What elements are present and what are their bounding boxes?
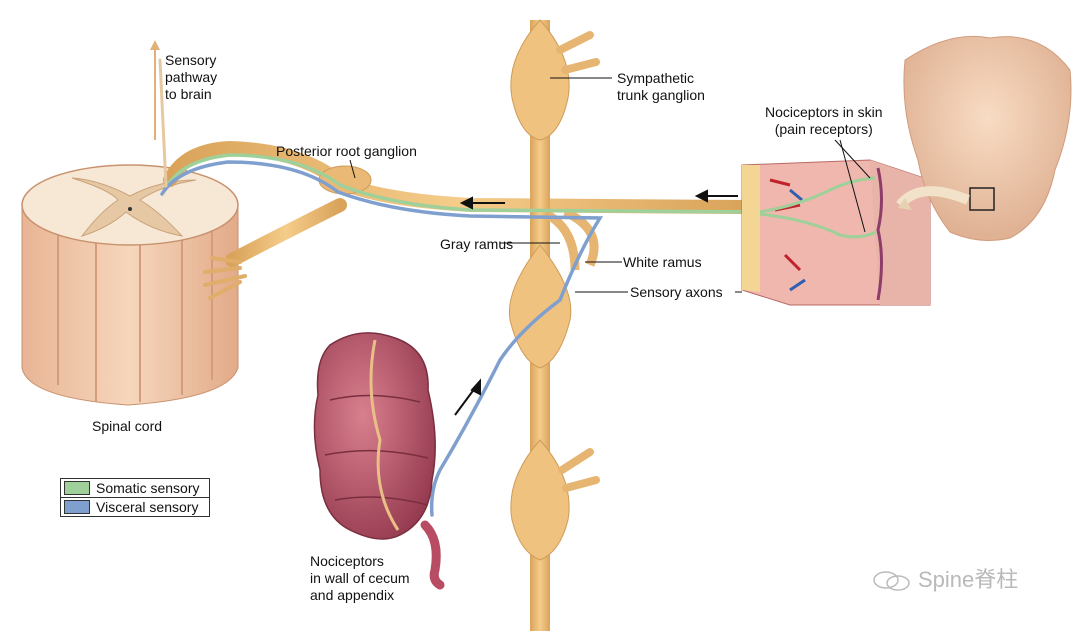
wechat-icon — [873, 571, 910, 591]
sensory-fibers — [158, 58, 762, 517]
legend: Somatic sensory Visceral sensory — [60, 478, 210, 517]
label-gray-ramus: Gray ramus — [440, 236, 514, 252]
label-nociceptors-cecum: Nociceptors in wall of cecum and appendi… — [310, 553, 410, 603]
label-sympathetic-trunk-ganglion: Sympathetic trunk ganglion — [617, 70, 705, 103]
sympathetic-trunk — [508, 19, 600, 631]
spinal-cord — [21, 164, 239, 406]
label-white-ramus: White ramus — [623, 254, 702, 270]
label-posterior-root-ganglion: Posterior root ganglion — [276, 143, 417, 159]
skin-section — [741, 159, 931, 306]
leader-lines — [349, 77, 871, 293]
legend-item-visceral: Visceral sensory — [61, 497, 209, 516]
watermark-text: Spine脊柱 — [918, 567, 1019, 592]
legend-label-somatic: Somatic sensory — [96, 480, 200, 496]
torso — [896, 35, 1072, 241]
legend-swatch-somatic — [64, 481, 90, 495]
direction-arrows — [150, 40, 738, 416]
watermark: Spine脊柱 — [872, 562, 1018, 594]
label-sensory-pathway: Sensory pathway to brain — [165, 52, 218, 102]
label-sensory-axons: Sensory axons — [630, 284, 723, 300]
cecum-appendix — [313, 332, 445, 590]
legend-item-somatic: Somatic sensory — [61, 479, 209, 497]
legend-swatch-visceral — [64, 500, 90, 514]
label-nociceptors-skin: Nociceptors in skin (pain receptors) — [765, 104, 883, 137]
spinal-nerve — [163, 140, 752, 300]
legend-label-visceral: Visceral sensory — [96, 499, 199, 515]
label-spinal-cord: Spinal cord — [92, 418, 163, 434]
